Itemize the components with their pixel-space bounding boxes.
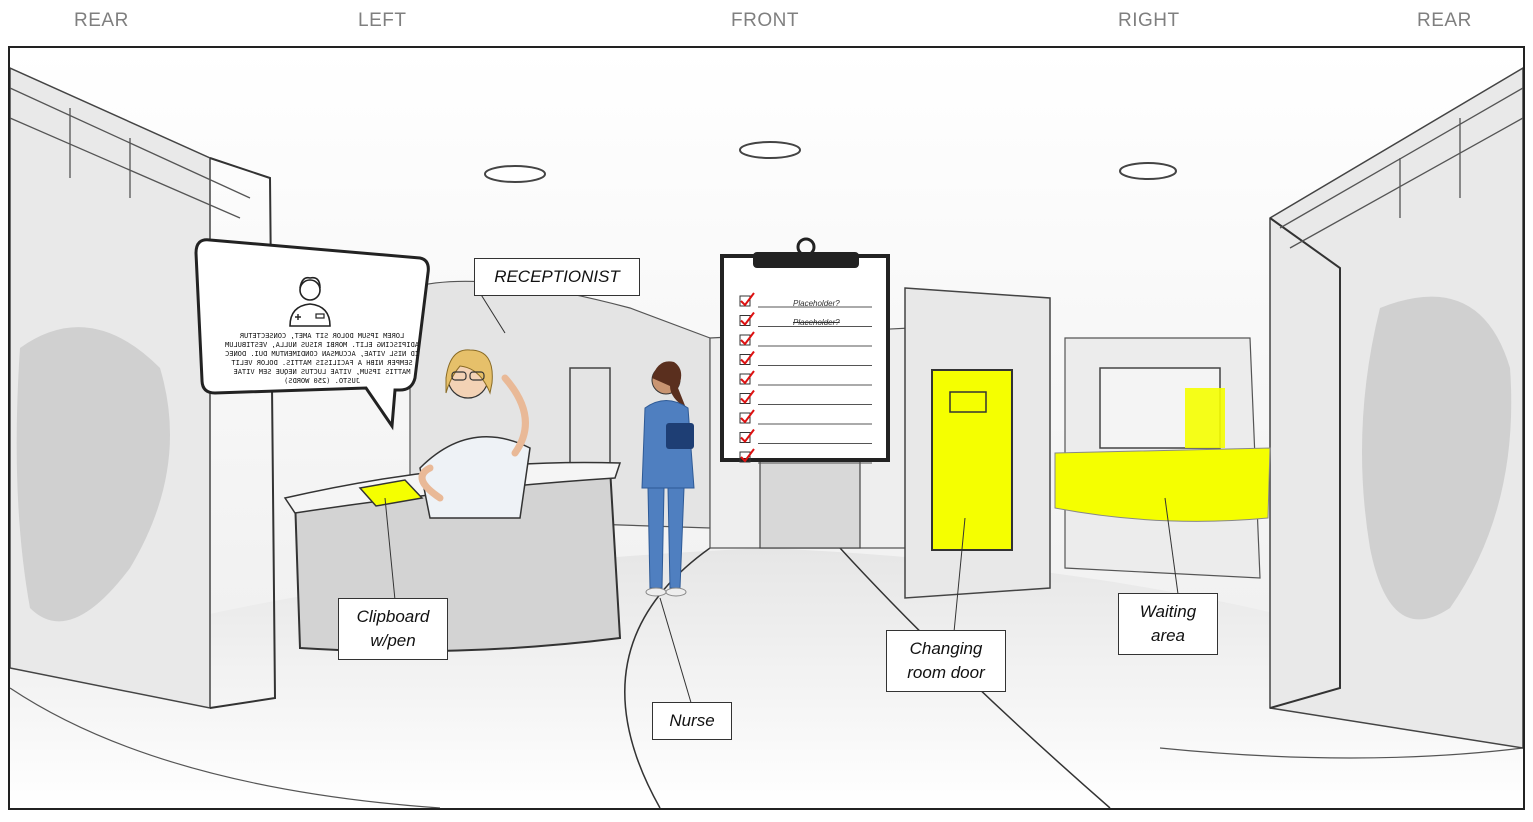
leader-waiting [1164,497,1179,595]
right-wall-scrub [1362,296,1512,620]
right-ceiling-beams [1279,87,1523,249]
desk-clipboard [358,479,424,507]
callout-changing-line2: room door [907,663,985,682]
checkmark-icon [740,428,755,444]
leader-clipboard [384,497,396,601]
clipboard-clip [753,252,859,268]
left-ceiling-beams [10,87,251,219]
callout-changing-room: Changing room door [886,630,1006,692]
speech-bubble-text: LOREM IPSUM DOLOR SIT AMET, CONSECTETUR … [225,332,419,385]
checkmark-icon [740,350,755,366]
left-door-frame [209,157,277,709]
floor-curve-far-right [1159,747,1523,759]
waiting-area-plant [1185,388,1225,448]
direction-rear-right: REAR [1417,10,1472,31]
callout-waiting-line2: area [1150,626,1186,645]
callout-clipboard-line1: Clipboard [356,607,430,626]
callout-clipboard: Clipboard w/pen [338,598,448,660]
panorama-frame: LOREM IPSUM DOLOR SIT AMET, CONSECTETUR … [8,46,1525,810]
receptionist-figure [418,349,531,519]
waiting-area-chairs [1054,447,1271,522]
direction-right: RIGHT [1118,10,1180,31]
speech-bubble-shape [194,238,430,431]
panorama-sketch [10,48,1523,808]
direction-front: FRONT [731,10,799,31]
callout-waiting-area: Waiting area [1118,593,1218,655]
callout-nurse: Nurse [652,702,732,740]
ceiling-light-3 [1119,162,1177,180]
speech-bubble [194,238,430,431]
doctor-avatar-icon [289,276,331,327]
clipboard-item-1: Placeholder? [793,299,840,308]
checkmark-icon [740,311,755,327]
callout-clipboard-line2: w/pen [370,631,416,650]
corridor-doors [759,457,861,549]
checkmark-icon [740,292,755,307]
right-door-frame [1269,217,1341,709]
clipboard-illustration [720,237,890,464]
clipboard-board [720,254,890,462]
checkmark-icon [740,448,755,463]
clipboard-ring [796,237,816,257]
floor-curve-far-left [10,687,441,808]
callout-waiting-line1: Waiting [1139,602,1197,621]
clipboard-item-2: Placeholder? [793,318,840,327]
ceiling-light-2 [739,141,801,159]
callout-changing-line1: Changing [909,639,983,658]
ceiling-light-1 [484,165,546,183]
callout-receptionist: RECEPTIONIST [474,258,640,296]
checkmark-icon [740,389,755,405]
checkmark-icon [740,331,755,346]
left-wall-scrub [16,327,170,622]
direction-left: LEFT [358,10,407,31]
leader-receptionist [479,292,506,334]
leader-changing [953,517,966,633]
callout-nurse-text: Nurse [669,711,715,730]
checkmark-icon [740,370,755,385]
callout-receptionist-text: RECEPTIONIST [494,267,620,286]
direction-rear-left: REAR [74,10,129,31]
changing-room-door-window [949,391,987,413]
leader-nurse [659,597,693,707]
checkmark-icon [740,409,755,424]
nurse-figure [641,361,695,597]
changing-room-door [931,369,1013,551]
